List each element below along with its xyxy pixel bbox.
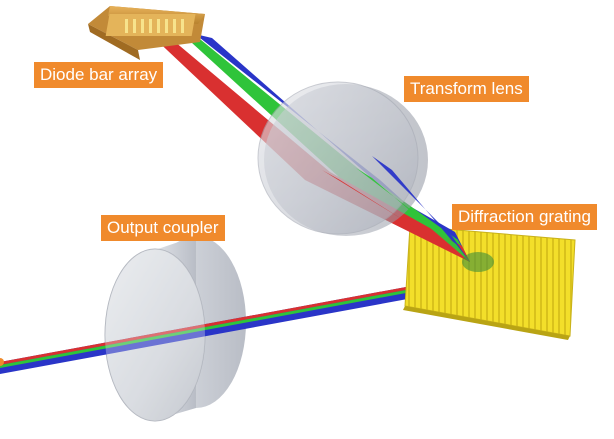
transform-lens-optic xyxy=(257,81,428,236)
output-coupler-optic xyxy=(104,236,246,422)
output-coupler-face xyxy=(105,249,205,421)
label-output-coupler: Output coupler xyxy=(101,215,225,241)
diode-bar-array-device xyxy=(88,6,205,60)
beam-exit-marker xyxy=(0,358,4,366)
label-transform-lens: Transform lens xyxy=(404,76,529,102)
grating-beam-spot xyxy=(462,252,494,272)
label-diode-bar-array: Diode bar array xyxy=(34,62,164,88)
label-diffraction-grating: Diffraction grating xyxy=(452,204,597,230)
diffraction-grating-plate xyxy=(403,225,576,340)
output-beam xyxy=(0,270,500,374)
